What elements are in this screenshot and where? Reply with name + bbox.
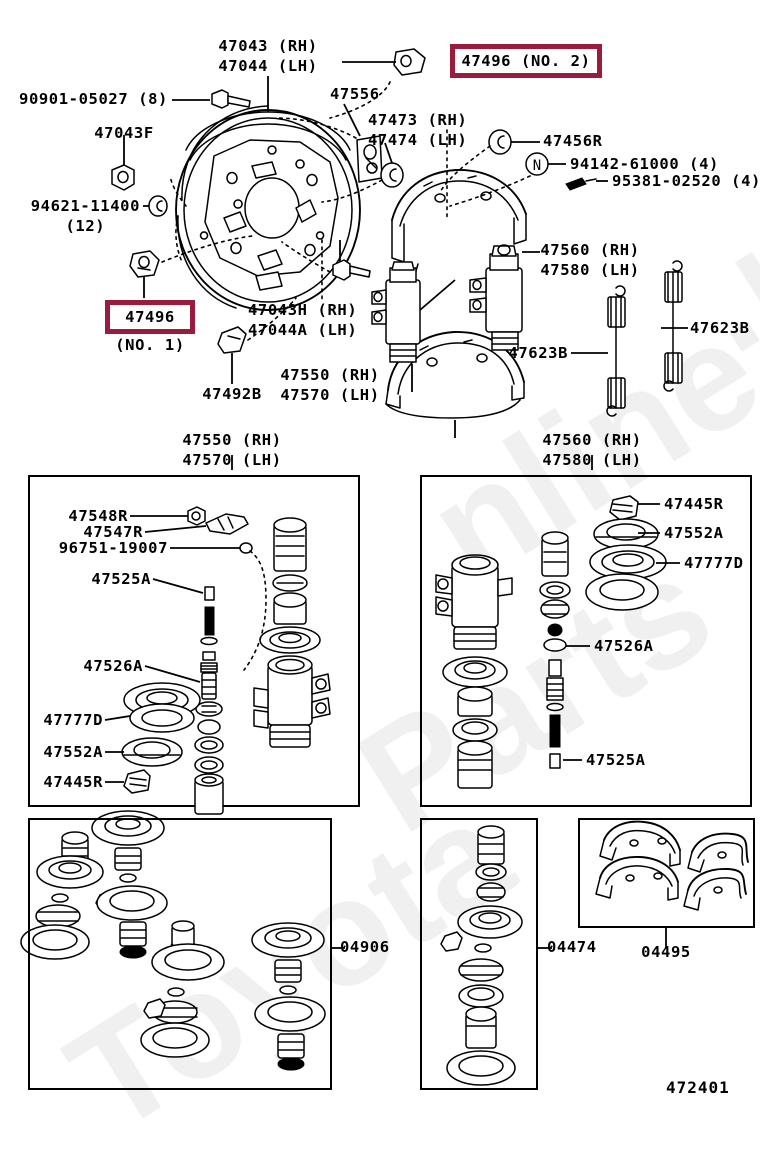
panel-label-04906: 04906 [340,938,390,956]
label-plug-47473: 47473 (RH) 47474 (LH) [368,111,468,149]
panel-right-label-47526a: 47526A [594,637,654,655]
bolt-47043h-art [332,259,371,281]
panel-right-side-parts [585,495,667,611]
bolt-90901-art [211,89,251,109]
backing-plate-47043 [175,105,361,311]
label-cylinder-47560-top: 47560 (RH) 47580 (LH) [540,241,640,279]
panel-right-label-47552a: 47552A [664,524,724,542]
panel-bottom-leaders [332,928,667,949]
highlight-47496-no2[interactable]: 47496 (NO. 2) [450,44,602,78]
spring-47623b-a-art [606,285,626,417]
label-bolt-90901: 90901-05027 (8) [19,90,168,108]
panel-artwork-layer [20,495,749,1086]
panel-label-04474: 04474 [547,938,597,956]
panel-04495-parts [595,820,749,911]
locator-dotted-lines [161,81,531,341]
panel-left-label-47445r: 47445R [43,773,103,791]
panel-right-cylinder-body [435,554,513,789]
panel-kit-04906 [28,818,332,1090]
panel-04474-parts [440,825,523,1086]
label-panel-right-caption: 47560 (RH) 47580 (LH) [542,431,642,469]
wheel-cylinder-left-art [371,261,421,363]
panel-kit-04474 [420,818,538,1090]
highlight-47496-no1[interactable]: 47496 [105,300,195,334]
panel-right-label-47445r: 47445R [664,495,724,513]
spring-47623b-b-art [663,260,683,392]
figure-number: 472401 [666,1078,730,1097]
panel-04906-parts [20,810,326,1071]
panel-left-label-47525a: 47525A [91,570,151,588]
lever-47496-no1-art [129,250,160,278]
panel-right-exploded-column [539,531,571,769]
label-spring-47623b-a: 47623B [508,344,568,362]
label-screw-95381: 95381-02520 (4) [612,172,760,190]
panel-left-exploded-column [194,586,224,815]
panel-left-label-47548r: 47548R [68,507,128,525]
panel-right-leaders [563,503,680,761]
leader-lines [123,61,688,470]
plug-47492b-art [217,326,247,354]
panel-right-label-47525a: 47525A [586,751,646,769]
lever-47496-no2-art [393,48,426,76]
label-clip-47556: 47556 [330,85,380,103]
panel-left-cylinder-body [253,517,331,748]
washer-47456r-art [488,129,512,155]
label-spring-47623b-b: 47623B [690,319,750,337]
label-backing-plate: 47043 (RH) 47044 (LH) [218,37,318,75]
label-clip-94621: 94621-11400 (12) [30,197,140,235]
label-plug-47492b: 47492B [202,385,262,403]
panel-right-label-47777d: 47777D [684,554,744,572]
label-bolt-47043h: 47043H (RH) 47044A (LH) [248,301,358,339]
label-nut-94142: 94142-61000 (4) [570,155,719,173]
label-cylinder-47550-right: 47550 (RH) 47570 (LH) [280,366,380,404]
wheel-cylinder-right-art [469,244,523,351]
label-nut-47043f: 47043F [94,124,154,142]
label-washer-47456r: 47456R [543,132,603,150]
svg-text:N: N [533,158,541,174]
parts-diagram-canvas: Toyota Parts nline .ru [19,37,760,1164]
plug-47473-art [380,162,404,188]
panel-left-label-47552a: 47552A [43,743,103,761]
panel-label-04495: 04495 [641,943,691,961]
panel-kit-04495 [578,818,755,928]
label-47496-no1-sub: (NO. 1) [115,336,185,354]
panel-left-label-47526a: 47526A [83,657,143,675]
label-panel-left-caption: 47550 (RH) 47570 (LH) [182,431,282,469]
panel-cylinder-47560-detail [420,475,752,807]
panel-cylinder-47550-detail [28,475,360,807]
top-assembly-artwork: N [111,48,688,470]
panel-left-label-96751: 96751-19007 [58,539,168,557]
panel-left-label-47777d: 47777D [43,711,103,729]
panel-left-label-47547r: 47547R [83,523,143,541]
panel-left-leaders [104,515,240,783]
screw-95381-art [565,177,597,191]
